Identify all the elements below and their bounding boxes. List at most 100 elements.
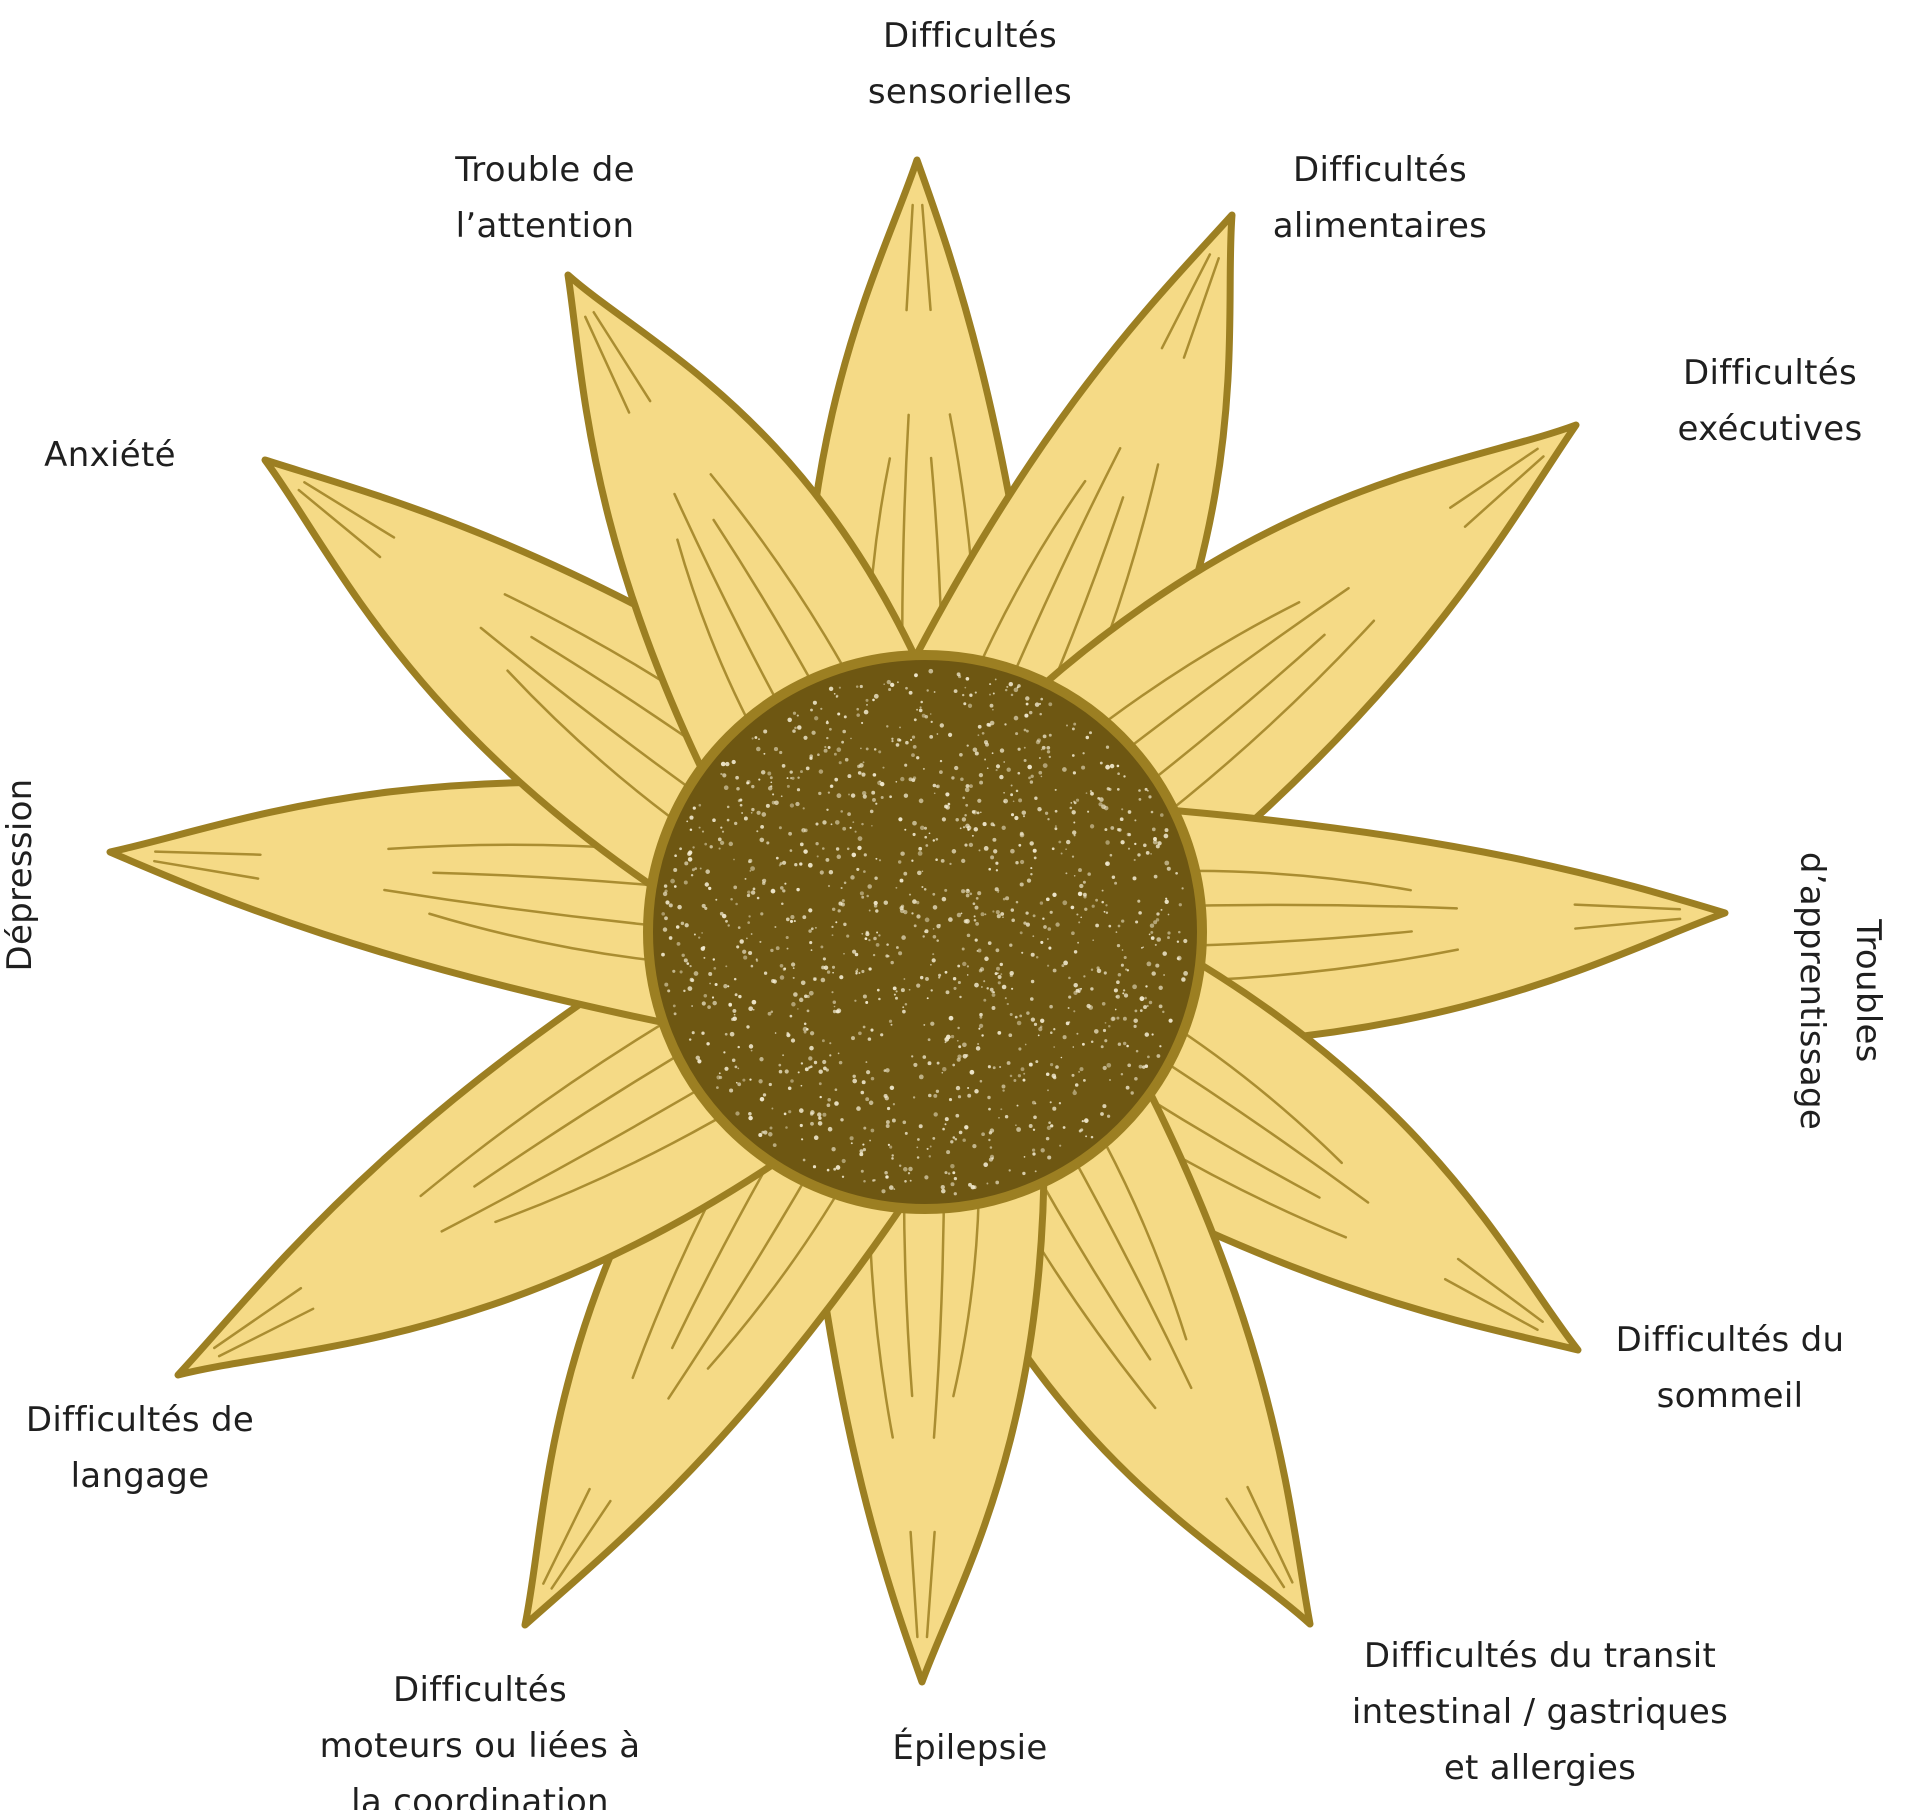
speckle: [1090, 792, 1094, 796]
speckle: [737, 1068, 739, 1070]
speckle: [1033, 1129, 1035, 1131]
speckle: [1137, 900, 1140, 903]
speckle: [1074, 950, 1077, 953]
speckle: [1005, 689, 1007, 691]
speckle: [979, 969, 982, 972]
speckle: [1073, 771, 1076, 774]
speckle: [684, 861, 688, 865]
speckle: [1087, 872, 1091, 876]
speckle: [988, 868, 991, 871]
speckle: [1031, 980, 1034, 983]
speckle: [1167, 867, 1171, 871]
speckle: [785, 1069, 789, 1073]
speckle: [831, 823, 833, 825]
speckle: [808, 908, 812, 912]
speckle: [1150, 853, 1152, 855]
speckle: [890, 961, 893, 964]
speckle: [1104, 828, 1107, 831]
speckle: [1106, 911, 1108, 913]
speckle: [1025, 1044, 1027, 1046]
speckle: [858, 771, 862, 775]
speckle: [776, 946, 780, 950]
label-epilepsie: Épilepsie: [820, 1720, 1120, 1776]
speckle: [1163, 974, 1165, 976]
speckle: [1155, 944, 1157, 946]
speckle: [815, 927, 817, 929]
speckle: [904, 794, 908, 798]
speckle: [959, 996, 961, 998]
speckle: [957, 672, 961, 676]
speckle: [778, 1064, 781, 1067]
speckle: [891, 1157, 894, 1160]
speckle: [793, 967, 795, 969]
speckle: [835, 1088, 838, 1091]
speckle: [933, 928, 935, 930]
speckle: [866, 704, 868, 706]
speckle: [897, 738, 900, 741]
speckle: [1082, 752, 1084, 754]
speckle: [1117, 828, 1120, 831]
speckle: [788, 832, 792, 836]
speckle: [1055, 1065, 1059, 1069]
speckle: [1133, 1018, 1138, 1023]
speckle: [810, 1031, 814, 1035]
speckle: [942, 817, 946, 821]
speckle: [847, 812, 851, 816]
speckle: [851, 1036, 855, 1040]
speckle: [984, 740, 988, 744]
speckle: [869, 910, 871, 912]
speckle: [901, 905, 904, 908]
speckle: [1124, 993, 1128, 997]
speckle: [824, 965, 828, 969]
speckle: [780, 975, 785, 980]
speckle: [938, 974, 941, 977]
speckle: [930, 713, 932, 715]
speckle: [992, 993, 996, 997]
speckle: [1085, 1135, 1087, 1137]
speckle: [715, 983, 718, 986]
speckle: [1010, 971, 1014, 975]
speckle: [903, 872, 907, 876]
speckle: [1183, 971, 1188, 976]
speckle: [841, 887, 843, 889]
speckle: [747, 891, 750, 894]
label-difficultes-sensorielles: Difficultés sensorielles: [820, 8, 1120, 120]
speckle: [792, 729, 796, 733]
speckle: [873, 1179, 875, 1181]
label-difficultes-moteurs: Difficultés moteurs ou liées à la coordi…: [280, 1662, 680, 1810]
speckle: [1133, 876, 1137, 880]
speckle: [998, 890, 1000, 892]
speckle: [1046, 1072, 1050, 1076]
speckle: [819, 1082, 822, 1085]
speckle: [895, 887, 897, 889]
speckle: [913, 1096, 915, 1098]
speckle: [1078, 921, 1080, 923]
speckle: [905, 1003, 908, 1006]
speckle: [983, 980, 985, 982]
speckle: [702, 904, 706, 908]
speckle: [952, 1171, 955, 1174]
speckle: [733, 886, 737, 890]
speckle: [787, 718, 792, 723]
speckle: [1061, 1057, 1063, 1059]
speckle: [845, 758, 849, 762]
speckle: [1134, 819, 1136, 821]
speckle: [855, 831, 857, 833]
speckle: [1034, 1023, 1037, 1026]
speckle: [1162, 1011, 1164, 1013]
speckle: [863, 1127, 866, 1130]
speckle: [753, 1009, 755, 1011]
speckle: [990, 1146, 993, 1149]
speckle: [999, 1066, 1001, 1068]
speckle: [1024, 1156, 1026, 1158]
speckle: [928, 1094, 932, 1098]
speckle: [834, 1006, 836, 1008]
speckle: [808, 929, 811, 932]
speckle: [942, 1128, 945, 1131]
speckle: [913, 833, 916, 836]
speckle: [691, 874, 693, 876]
speckle: [1105, 765, 1110, 770]
speckle: [928, 669, 933, 674]
speckle: [803, 1159, 806, 1162]
speckle: [1107, 787, 1110, 790]
